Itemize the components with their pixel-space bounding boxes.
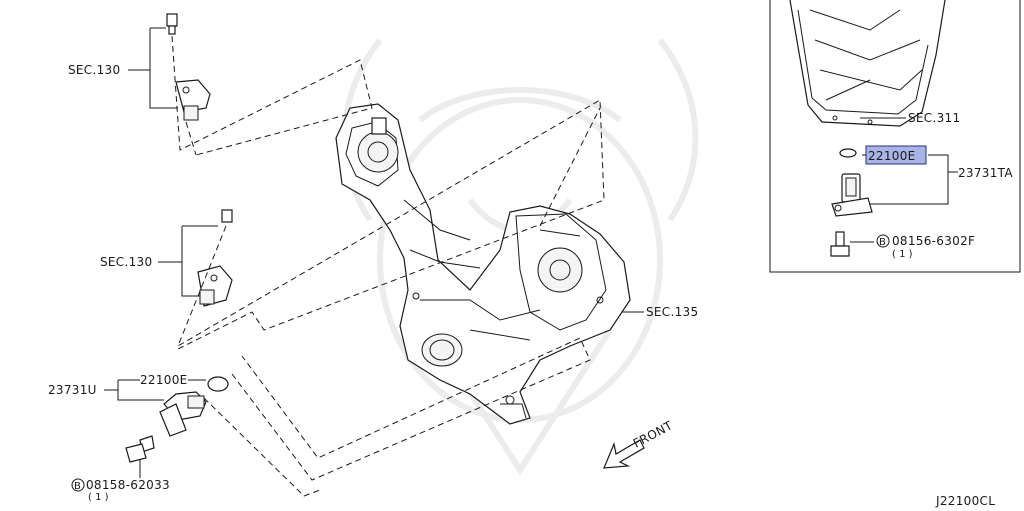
label-sec311: SEC.311	[908, 111, 960, 125]
bolt-left	[125, 435, 155, 463]
label-bolt-left-qty: ( 1 )	[88, 492, 109, 503]
label-bolt-right[interactable]: 08156-6302F	[892, 234, 975, 248]
bolt-symbol-left-letter: B	[74, 481, 81, 492]
highlight-box-22100e	[865, 145, 927, 165]
bolt-symbol-right	[876, 234, 890, 248]
o-ring-left	[207, 376, 229, 392]
inset-panel: SEC.311 22100E 23731TA B 08156-6302F ( 1…	[769, 0, 1021, 273]
camshaft-sensor-mid	[197, 209, 233, 307]
label-bolt-right-qty: ( 1 )	[892, 249, 913, 260]
front-arrow-icon	[603, 439, 645, 469]
label-23731ta[interactable]: 23731TA	[958, 166, 1013, 180]
label-front: FRONT	[631, 418, 675, 450]
label-sec130-mid: SEC.130	[100, 255, 152, 269]
bolt-symbol-right-letter: B	[879, 237, 886, 248]
bolt-symbol-left	[71, 478, 85, 492]
diagram-code: J22100CL	[935, 494, 995, 508]
label-bolt-left[interactable]: 08158-62033	[86, 478, 170, 492]
camshaft-sensor-top	[166, 13, 211, 121]
timing-chain-cover	[335, 103, 631, 425]
label-sec135: SEC.135	[646, 305, 698, 319]
label-23731u[interactable]: 23731U	[48, 383, 97, 397]
sensor-23731ta	[831, 173, 873, 217]
label-22100e-right[interactable]: 22100E	[868, 149, 916, 163]
o-ring-right	[839, 148, 857, 158]
label-sec130-top: SEC.130	[68, 63, 120, 77]
bolt-right	[830, 231, 850, 257]
label-22100e-left[interactable]: 22100E	[140, 373, 188, 387]
sensor-23731u	[159, 376, 229, 437]
